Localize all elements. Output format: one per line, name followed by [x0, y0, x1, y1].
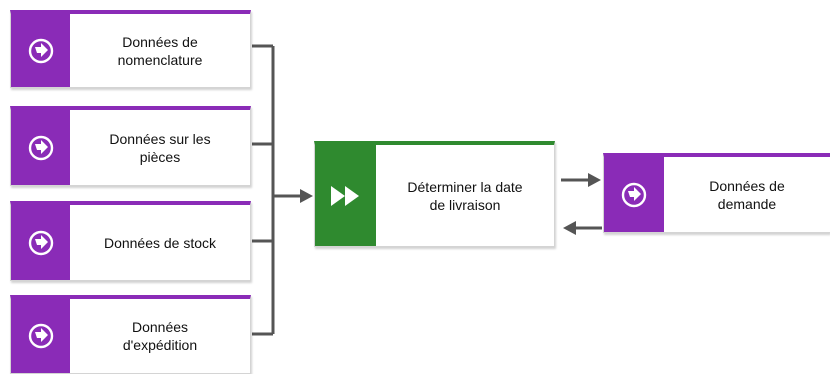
data-object-pieces[interactable]: Données sur les pièces	[10, 106, 251, 186]
function-label: Déterminer la date de livraison	[407, 178, 523, 213]
data-object-strip	[11, 299, 70, 373]
data-object-demande[interactable]: Données de demande	[603, 153, 830, 233]
data-object-stock[interactable]: Données de stock	[10, 201, 251, 281]
data-object-label: Données sur les pièces	[109, 130, 211, 165]
data-object-strip	[604, 157, 664, 232]
data-object-expedition[interactable]: Données d'expédition	[10, 295, 251, 374]
data-object-label: Données d'expédition	[122, 319, 198, 353]
data-object-strip	[11, 205, 70, 280]
arrow-head-to-output	[588, 173, 601, 187]
data-object-strip	[11, 110, 70, 185]
circle-arrow-icon	[28, 323, 53, 349]
data-object-label: Données de nomenclature	[117, 33, 203, 68]
circle-arrow-icon	[28, 230, 53, 255]
data-object-strip	[11, 14, 70, 87]
data-object-nomenclature[interactable]: Données de nomenclature	[10, 10, 251, 88]
arrow-head-to-function	[300, 189, 313, 203]
function-strip	[315, 145, 376, 246]
data-object-label: Données de demande	[709, 177, 785, 212]
circle-arrow-icon	[28, 135, 53, 160]
data-object-label: Données de stock	[103, 234, 217, 251]
fast-forward-icon	[330, 185, 359, 206]
circle-arrow-icon	[621, 182, 647, 207]
arrow-head-to-function-return	[563, 221, 576, 235]
function-determine-delivery-date[interactable]: Déterminer la date de livraison	[314, 141, 555, 247]
circle-arrow-icon	[28, 38, 53, 63]
